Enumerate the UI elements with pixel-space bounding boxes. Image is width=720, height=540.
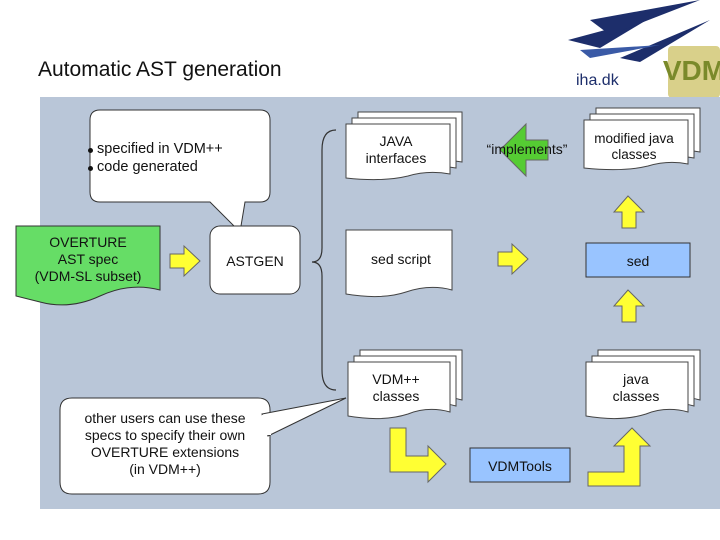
arrow-right-icon (169, 244, 201, 278)
java-classes-stack (585, 349, 701, 420)
vdm-logo-icon: VDM (663, 46, 720, 98)
arrow-bent-up-icon (587, 427, 652, 487)
arrow-up-icon (612, 195, 646, 229)
arrow-left-green-icon (499, 122, 549, 178)
label-line: JAVA (379, 133, 413, 149)
astgen-box (209, 225, 301, 295)
brace-icon (311, 129, 337, 391)
logo-text: iha.dk (576, 72, 619, 89)
iha-logo: VDM (568, 0, 720, 98)
callout-bottom-text: other users can use these specs to speci… (62, 410, 268, 478)
label-line: other users can use these (84, 410, 246, 426)
java-classes-label: java classes (586, 371, 686, 405)
callout-top (89, 109, 271, 234)
vdm-logo-text: VDM (663, 55, 720, 86)
bullet-text: code generated (97, 159, 198, 175)
bullet-icon (88, 165, 93, 171)
label-line: interfaces (365, 150, 427, 166)
overture-line: OVERTURE (49, 234, 127, 250)
label-line: modified java (594, 131, 674, 146)
label-line: classes (372, 388, 420, 404)
label-line: (in VDM++) (129, 461, 201, 477)
bullet-text: specified in VDM++ (97, 141, 223, 157)
page-title: Automatic AST generation (38, 58, 282, 81)
vdm-classes-label: VDM++ classes (346, 371, 446, 405)
vdm-classes-stack (347, 349, 463, 420)
label-line: classes (612, 388, 660, 404)
arrow-up-icon (612, 289, 646, 323)
bullet-icon (88, 147, 93, 153)
arrow-right-icon (497, 242, 529, 276)
modified-java-label: modified java classes (582, 131, 686, 163)
label-line: classes (611, 147, 657, 162)
sed-box (585, 242, 691, 278)
label-line: OVERTURE extensions (90, 444, 240, 460)
callout-bottom (59, 397, 271, 495)
vdmtools-box (469, 447, 571, 483)
overture-document (15, 225, 161, 306)
label-line: VDM++ (372, 371, 420, 387)
vdmtools-label: VDMTools (488, 458, 552, 474)
java-interfaces-label: JAVA interfaces (346, 133, 446, 167)
overture-line: (VDM-SL subset) (34, 268, 142, 284)
overture-line: AST spec (57, 251, 119, 267)
label-line: java (623, 371, 649, 387)
implements-label: “implements” (486, 141, 568, 157)
astgen-label: ASTGEN (226, 253, 284, 269)
arrow-bent-down-right-icon (389, 427, 447, 484)
overture-label: OVERTURE AST spec (VDM-SL subset) (18, 234, 158, 285)
wing-logo-icon (568, 0, 710, 62)
java-interfaces-stack (345, 111, 463, 181)
sed-script-label: sed script (371, 251, 431, 267)
label-line: specs to specify their own (84, 427, 246, 443)
callout-bottom-tail (261, 397, 347, 437)
sed-label: sed (626, 253, 650, 269)
sed-script-document (345, 229, 453, 298)
modified-java-stack (583, 107, 701, 171)
callout-top-text: specified in VDM++ code generated (88, 140, 263, 176)
